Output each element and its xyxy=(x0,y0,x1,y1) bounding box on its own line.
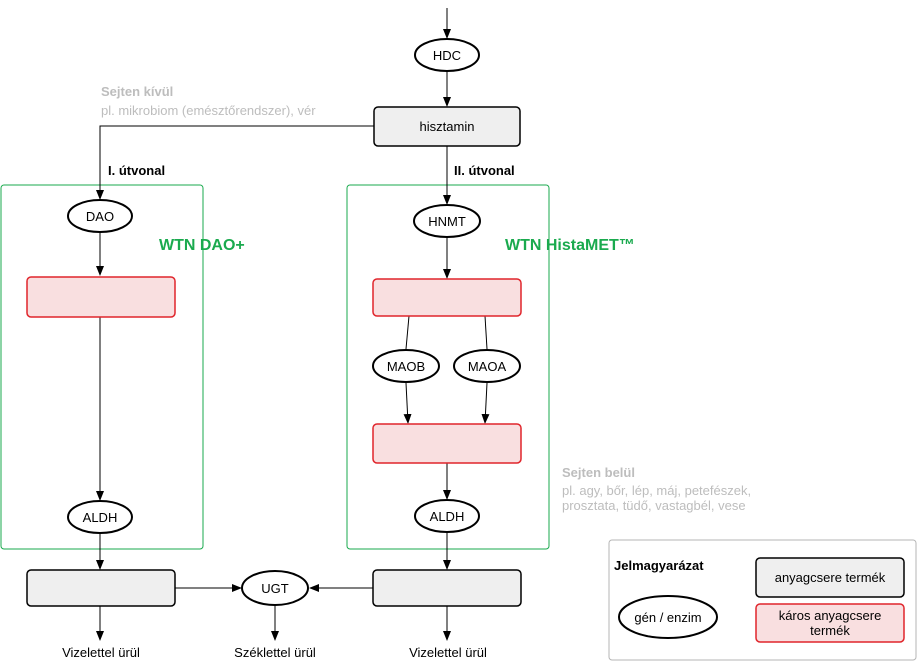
maoa-enzyme xyxy=(453,349,521,383)
line-box-to-maoa xyxy=(484,315,488,350)
arrow-maoa-to-box xyxy=(481,382,490,424)
arrow-hisztamin-to-dao xyxy=(96,125,374,200)
excretion-left: Vizelettel ürül xyxy=(62,645,140,660)
aldh-right-label: ALDH xyxy=(430,509,465,524)
container-right xyxy=(346,184,550,550)
hisztamin-box xyxy=(373,106,521,147)
outside-title: Sejten kívül xyxy=(101,84,173,99)
legend-gene-ellipse xyxy=(618,595,718,639)
legend: Jelmagyarázat gén / enzim anyagcsere ter… xyxy=(608,539,917,661)
legend-gene-label: gén / enzim xyxy=(634,610,701,625)
maob-enzyme xyxy=(372,349,440,383)
product-histamet: WTN HistaMET™ xyxy=(505,237,635,254)
aldh-left-enzyme xyxy=(67,500,133,534)
aldh-right-enzyme xyxy=(414,499,480,533)
legend-harmful-box xyxy=(755,603,905,643)
ugt-enzyme xyxy=(241,570,309,606)
harmful-metabolite-left xyxy=(26,276,176,318)
product-dao-plus: WTN DAO+ xyxy=(159,237,245,254)
dao-enzyme xyxy=(67,199,133,233)
maoa-label: MAOA xyxy=(468,359,507,374)
legend-harmful-label-1: káros anyagcsere xyxy=(779,608,882,623)
legend-metabolite-box xyxy=(755,557,905,598)
legend-title: Jelmagyarázat xyxy=(614,558,704,573)
harmful-metabolite-right-1 xyxy=(372,278,522,317)
harmful-metabolite-right-2 xyxy=(372,423,522,464)
inside-desc-1: pl. agy, bőr, lép, máj, petefészek, xyxy=(562,483,751,498)
maob-label: MAOB xyxy=(387,359,425,374)
pathway-1-label: I. útvonal xyxy=(108,163,165,178)
line-box-to-maob xyxy=(405,315,410,350)
hdc-enzyme xyxy=(414,38,480,72)
hnmt-enzyme xyxy=(413,204,481,238)
inside-title: Sejten belül xyxy=(562,465,635,480)
excretion-middle: Széklettel ürül xyxy=(234,645,316,660)
inside-desc-2: prosztata, tüdő, vastagbél, vese xyxy=(562,498,746,513)
hnmt-label: HNMT xyxy=(428,214,466,229)
dao-label: DAO xyxy=(86,209,114,224)
hdc-label: HDC xyxy=(433,48,461,63)
legend-metabolite-label: anyagcsere termék xyxy=(775,570,886,585)
container-left xyxy=(0,184,204,550)
outside-desc: pl. mikrobiom (emésztőrendszer), vér xyxy=(101,103,316,118)
hisztamin-label: hisztamin xyxy=(420,119,475,134)
legend-harmful-label-2: termék xyxy=(810,623,850,638)
metabolite-right-bottom xyxy=(372,569,522,607)
arrow-maob-to-box xyxy=(403,382,412,424)
ugt-label: UGT xyxy=(261,581,289,596)
metabolite-left-bottom xyxy=(26,569,176,607)
excretion-right: Vizelettel ürül xyxy=(409,645,487,660)
pathway-2-label: II. útvonal xyxy=(454,163,515,178)
aldh-left-label: ALDH xyxy=(83,510,118,525)
